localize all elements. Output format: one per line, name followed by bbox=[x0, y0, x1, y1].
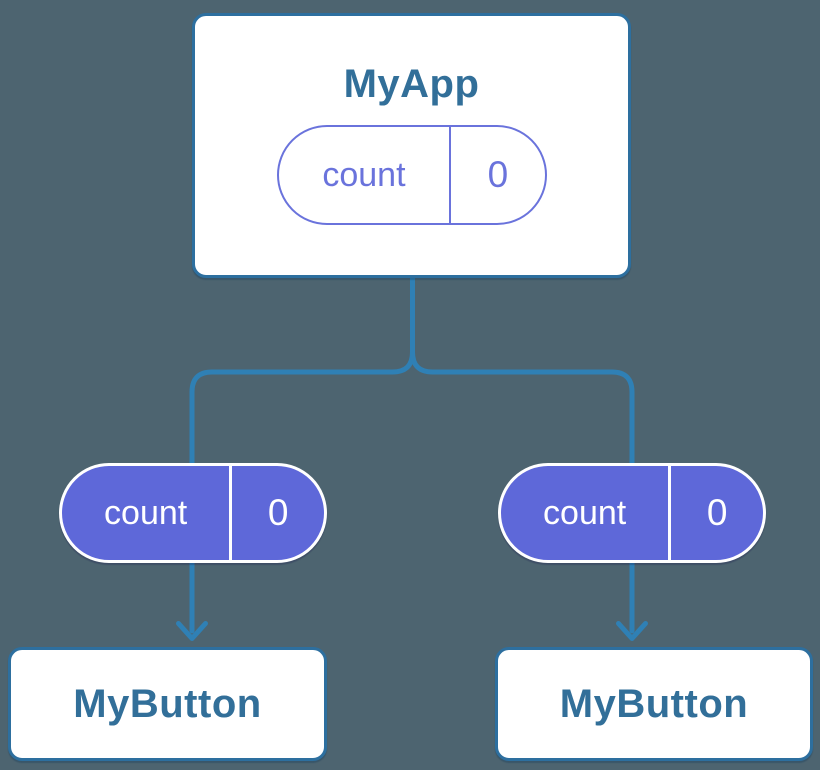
child-node-mybutton-left: MyButton bbox=[8, 647, 327, 761]
child-node-right-title: MyButton bbox=[559, 682, 749, 726]
state-pill: count 0 bbox=[276, 125, 547, 225]
prop-pill-right: count 0 bbox=[498, 463, 766, 563]
prop-pill-left: count 0 bbox=[59, 463, 327, 563]
child-node-mybutton-right: MyButton bbox=[495, 647, 813, 761]
arrowhead-right-icon bbox=[616, 621, 648, 641]
prop-pill-right-label: count bbox=[501, 466, 672, 560]
branch-left-line bbox=[189, 273, 415, 634]
state-pill-label: count bbox=[279, 127, 452, 223]
prop-pill-right-value: 0 bbox=[706, 492, 728, 533]
root-node-title: MyApp bbox=[343, 62, 480, 106]
state-pill-value: 0 bbox=[487, 154, 509, 195]
arrowhead-left-icon bbox=[176, 621, 208, 641]
branch-right-line bbox=[410, 273, 635, 634]
child-node-left-title: MyButton bbox=[73, 682, 262, 726]
root-node-myapp: MyApp count 0 bbox=[192, 13, 631, 278]
prop-pill-left-label: count bbox=[62, 466, 233, 560]
prop-pill-left-value: 0 bbox=[267, 492, 289, 533]
